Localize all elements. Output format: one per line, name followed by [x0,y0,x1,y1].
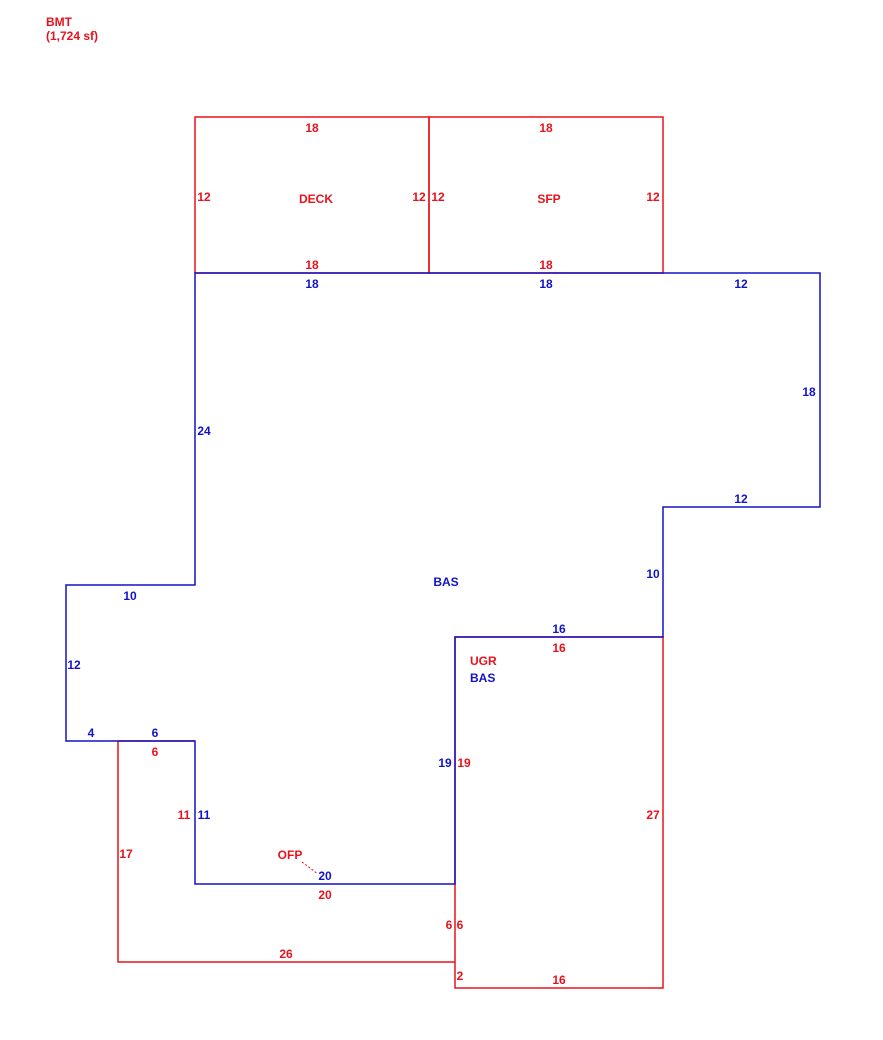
dim-bas-ugr-left: 19 [438,756,452,770]
dim-sfp-left: 12 [431,190,445,204]
dim-ugr-lower-left-a: 6 [446,918,453,932]
dim-ugr-bottom: 16 [552,973,566,987]
dim-deck-bottom: 18 [305,258,319,272]
dim-deck-left: 12 [197,190,211,204]
ofp-leader-line [301,861,319,875]
dim-bas-right-lower: 10 [646,567,660,581]
dim-sfp-top: 18 [539,121,553,135]
dim-deck-top: 18 [305,121,319,135]
dim-bas-bottom-left-a: 4 [88,726,95,740]
dim-bas-right-upper: 18 [802,385,816,399]
dim-sfp-right: 12 [646,190,660,204]
dim-bas-top-c: 12 [734,277,748,291]
dim-ofp-inner: 11 [178,808,191,822]
dim-ofp-left: 17 [119,847,133,861]
dim-bas-top-a: 18 [305,277,319,291]
dim-bas-far-left: 12 [67,658,81,672]
dim-deck-right: 12 [412,190,426,204]
ugr-outline [454,636,664,989]
dim-bas-top-b: 18 [539,277,553,291]
dim-ofp-top: 6 [152,745,159,759]
dim-ugr-top: 16 [552,641,566,655]
ugr-label: UGR [470,654,497,668]
dim-ugr-left: 19 [457,756,471,770]
dim-sfp-bottom: 18 [539,258,553,272]
dim-ofp-bottom: 26 [279,947,293,961]
dim-bas-left-step: 10 [123,589,137,603]
dim-bas-bottom-left-b: 6 [152,726,159,740]
dim-ugr-lower-left-b: 6 [457,918,464,932]
bas-outline [65,272,821,885]
sketch-area-total: (1,724 sf) [46,29,99,43]
dim-bas-step-h: 12 [734,492,748,506]
dim-bas-ugr-top: 16 [552,622,566,636]
bas-label: BAS [433,575,458,589]
deck-label: DECK [299,192,333,206]
dim-bas-bottom: 20 [318,869,332,883]
dim-bas-inner-v: 11 [198,808,211,822]
dim-ugr-right: 27 [646,808,660,822]
dim-bas-left: 24 [197,424,211,438]
sfp-label: SFP [537,192,560,206]
dim-ugr-lower-left-c: 2 [457,969,464,983]
sketch-title: BMT [46,15,72,29]
ofp-label: OFP [278,848,303,862]
dim-ofp-upper: 20 [318,888,332,902]
ugr-bas-label: BAS [470,671,495,685]
